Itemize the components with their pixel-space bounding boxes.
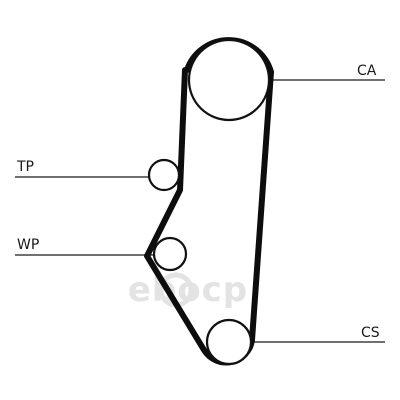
- watermark-logo: ebocp: [128, 270, 248, 310]
- crankshaft-pulley: [205, 318, 253, 366]
- label-cs: CS: [361, 325, 380, 341]
- camshaft-pulley: [187, 38, 271, 122]
- tensioner-pulley: [147, 158, 181, 192]
- label-ca: CA: [357, 63, 377, 79]
- label-wp: WP: [17, 237, 39, 253]
- water-pump-pulley: [152, 236, 188, 272]
- watermark-text: ebocp: [128, 270, 248, 310]
- label-tp: TP: [16, 159, 34, 175]
